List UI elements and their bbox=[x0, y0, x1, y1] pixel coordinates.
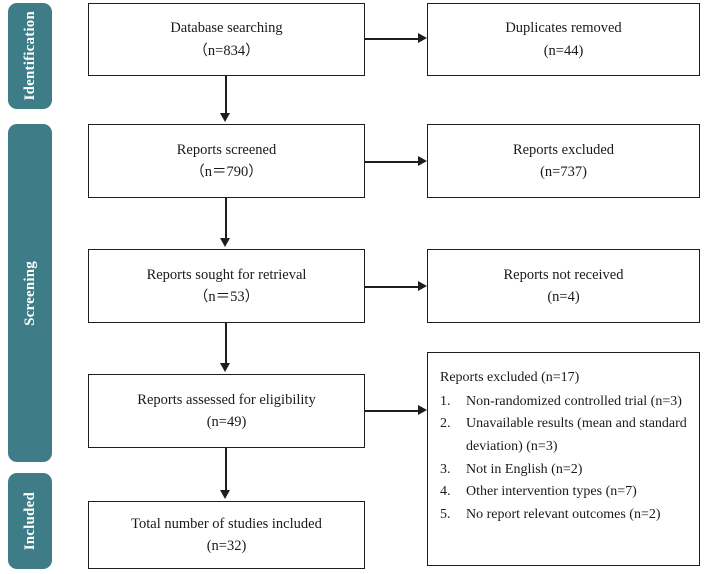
box-reports-screened: Reports screened （n＝790） bbox=[88, 124, 365, 198]
exclusion-reasons-list: 1. Non-randomized controlled trial (n=3)… bbox=[440, 391, 689, 527]
exclusion-list-heading: Reports excluded (n=17) bbox=[440, 370, 580, 385]
list-item: 2. Unavailable results (mean and standar… bbox=[440, 413, 689, 458]
arrowhead-to-exclusion-list bbox=[418, 405, 427, 415]
arrowhead-to-reports-screened bbox=[220, 113, 230, 122]
list-item-text: Non-randomized controlled trial (n=3) bbox=[466, 393, 682, 409]
stage-tab-identification-label: Identification bbox=[21, 11, 38, 101]
box-reports-excluded-count: (n=737) bbox=[540, 164, 587, 180]
connector-screened-to-sought bbox=[225, 198, 227, 239]
box-database-searching-count: （n=834） bbox=[193, 42, 260, 59]
box-reports-screened-count: （n＝790） bbox=[190, 164, 263, 180]
list-item: 3. Not in English (n=2) bbox=[440, 459, 689, 482]
list-item: 1. Non-randomized controlled trial (n=3) bbox=[440, 391, 689, 414]
box-database-searching-title: Database searching bbox=[170, 20, 283, 37]
box-reports-assessed: Reports assessed for eligibility (n=49) bbox=[88, 374, 365, 448]
box-reports-excluded-title: Reports excluded bbox=[512, 141, 615, 158]
list-item-text: Unavailable results (mean and standard d… bbox=[466, 416, 687, 455]
connector-sought-to-assessed bbox=[225, 323, 227, 364]
connector-assessed-to-included bbox=[225, 448, 227, 491]
list-item: 5. No report relevant outcomes (n=2) bbox=[440, 504, 689, 527]
list-item-number: 3. bbox=[440, 461, 451, 477]
box-total-included-title: Total number of studies included bbox=[131, 515, 322, 532]
list-item: 4. Other intervention types (n=7) bbox=[440, 481, 689, 504]
box-duplicates-removed-title: Duplicates removed bbox=[505, 20, 622, 37]
stage-tab-included-label: Included bbox=[21, 491, 38, 551]
list-item-number: 4. bbox=[440, 484, 451, 500]
box-reports-not-received: Reports not received (n=4) bbox=[427, 249, 700, 323]
box-total-included-count: (n=32) bbox=[206, 538, 247, 554]
connector-screened-to-excluded bbox=[365, 161, 418, 163]
list-item-text: No report relevant outcomes (n=2) bbox=[466, 507, 661, 523]
box-database-searching: Database searching （n=834） bbox=[88, 3, 365, 76]
arrowhead-to-reports-assessed bbox=[220, 363, 230, 372]
arrowhead-to-reports-sought bbox=[220, 238, 230, 247]
stage-tab-included: Included bbox=[8, 473, 52, 569]
arrowhead-to-duplicates-removed bbox=[418, 33, 427, 43]
box-reports-not-received-count: (n=4) bbox=[547, 289, 580, 305]
box-duplicates-removed: Duplicates removed (n=44) bbox=[427, 3, 700, 76]
arrowhead-to-reports-not-received bbox=[418, 281, 427, 291]
box-reports-sought: Reports sought for retrieval （n＝53） bbox=[88, 249, 365, 323]
box-reports-assessed-title: Reports assessed for eligibility bbox=[137, 391, 316, 408]
stage-tab-identification: Identification bbox=[8, 3, 52, 109]
connector-searching-to-screened bbox=[225, 76, 227, 114]
list-item-number: 2. bbox=[440, 416, 451, 432]
list-item-text: Other intervention types (n=7) bbox=[466, 484, 637, 500]
box-reports-sought-count: （n＝53） bbox=[193, 289, 260, 305]
arrowhead-to-reports-excluded bbox=[418, 156, 427, 166]
connector-identification-to-duplicates bbox=[365, 38, 418, 40]
connector-assessed-to-exclusion-list bbox=[365, 410, 418, 412]
list-item-number: 1. bbox=[440, 393, 451, 409]
box-reports-assessed-count: (n=49) bbox=[206, 414, 247, 430]
box-reports-screened-title: Reports screened bbox=[176, 141, 277, 158]
list-item-number: 5. bbox=[440, 507, 451, 523]
box-reports-excluded: Reports excluded (n=737) bbox=[427, 124, 700, 198]
box-duplicates-removed-count: (n=44) bbox=[543, 42, 584, 59]
connector-sought-to-not-received bbox=[365, 286, 418, 288]
stage-tab-screening-label: Screening bbox=[21, 260, 38, 326]
box-reports-sought-title: Reports sought for retrieval bbox=[146, 266, 307, 283]
stage-tab-screening: Screening bbox=[8, 124, 52, 462]
list-item-text: Not in English (n=2) bbox=[466, 461, 583, 477]
box-reports-not-received-title: Reports not received bbox=[503, 266, 624, 283]
arrowhead-to-total-included bbox=[220, 490, 230, 499]
box-total-included: Total number of studies included (n=32) bbox=[88, 501, 365, 569]
box-exclusion-reasons: Reports excluded (n=17) 1. Non-randomize… bbox=[427, 352, 700, 566]
